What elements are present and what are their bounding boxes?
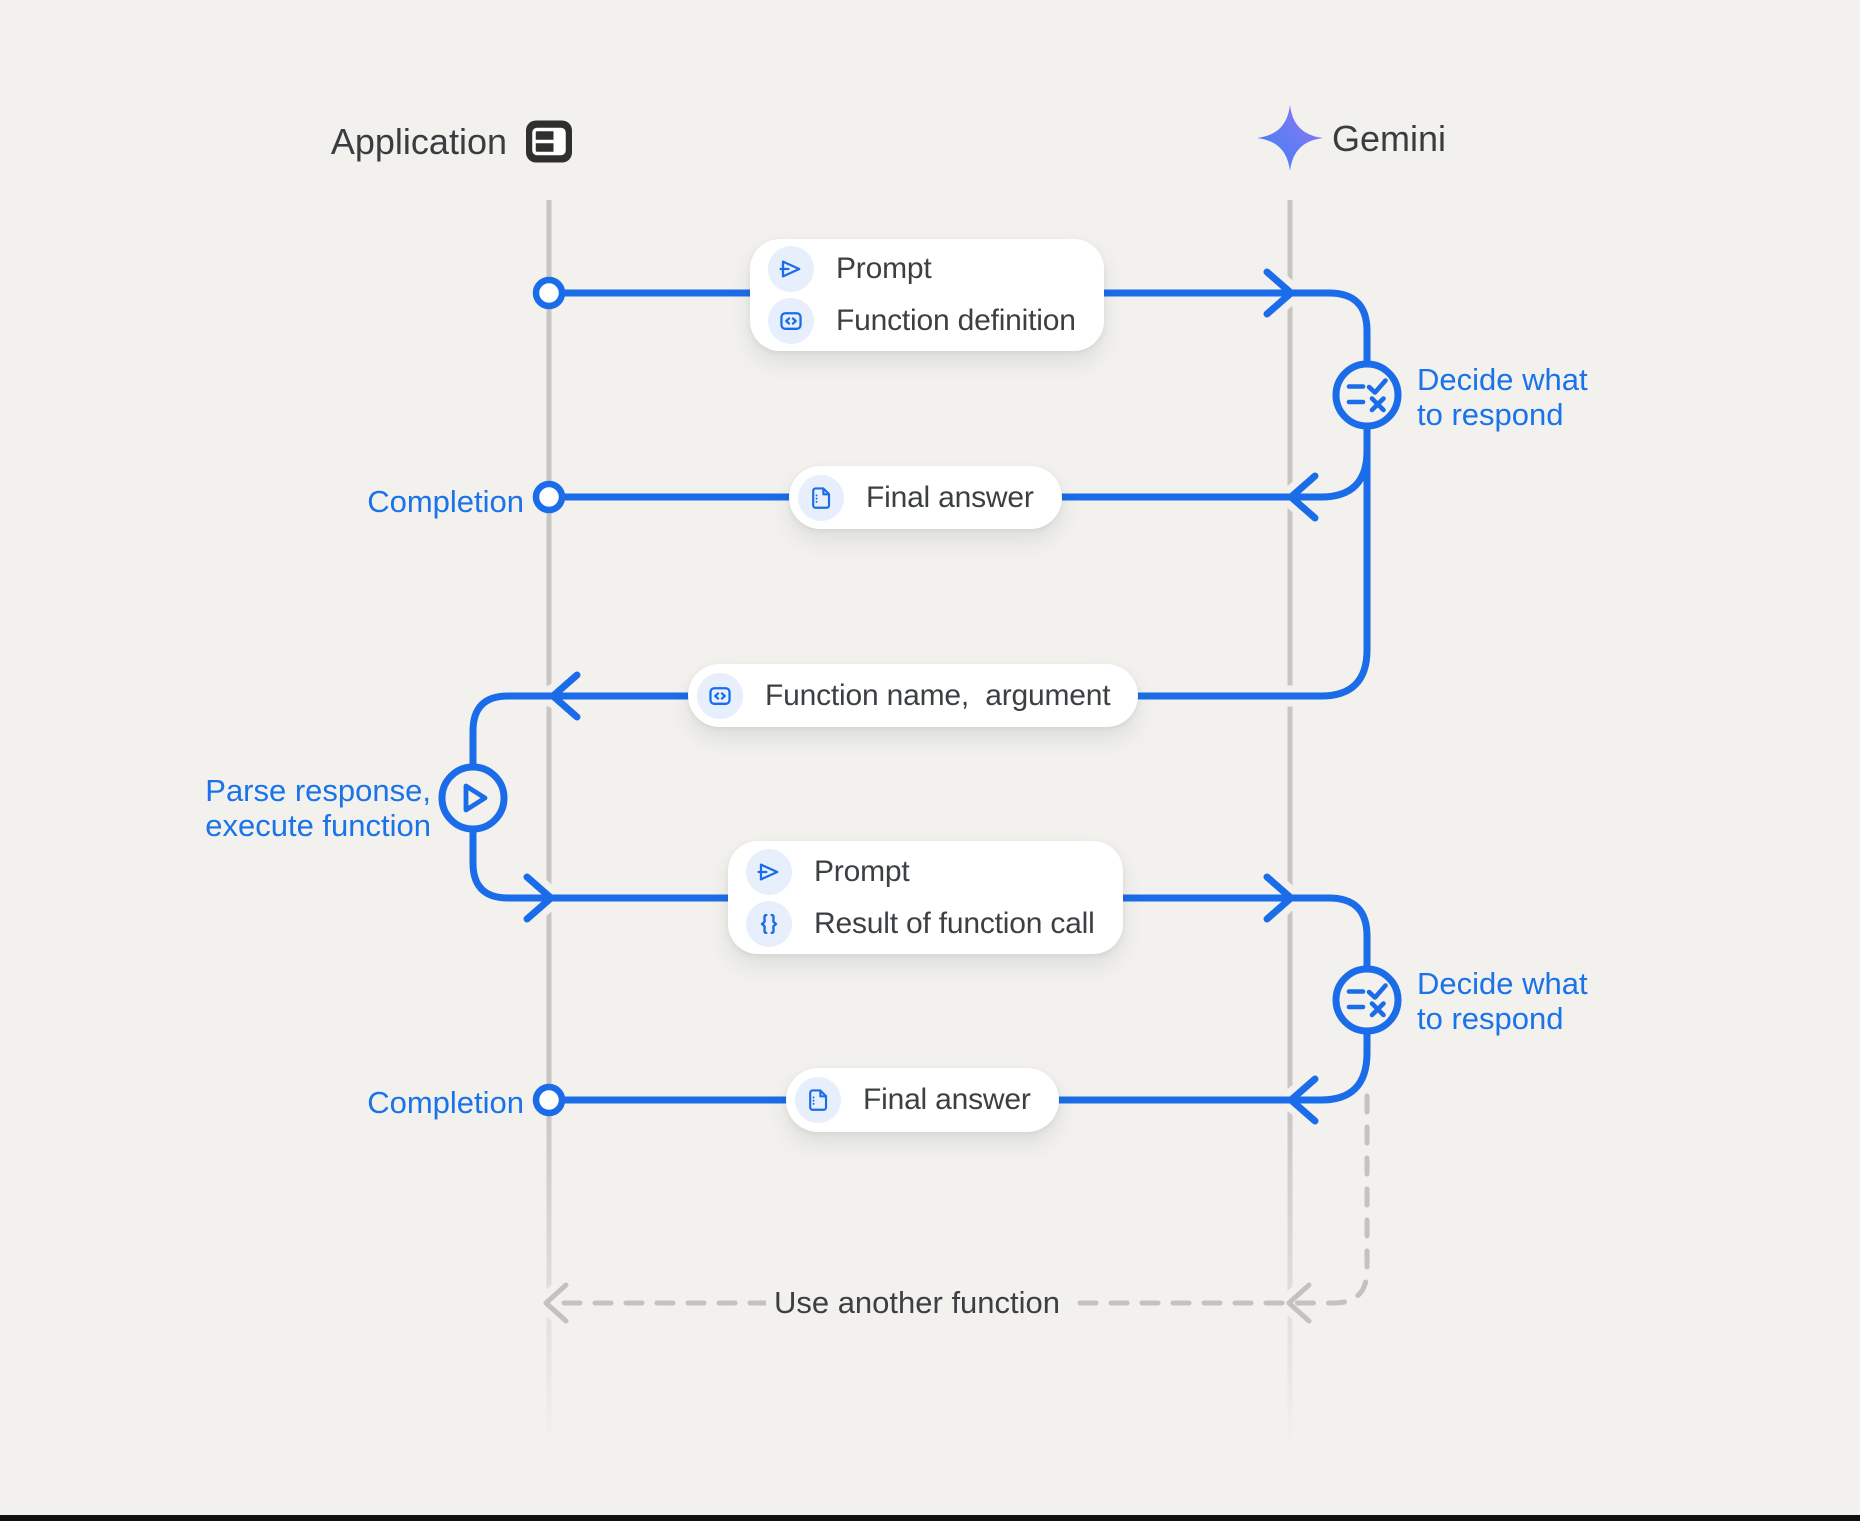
completion-label-1: Completion: [367, 484, 524, 519]
parse-line-2: execute function: [205, 808, 431, 843]
final-answer-branch-path: [558, 447, 1371, 501]
arrowhead-function-name-to-app: [549, 671, 581, 721]
lifelines: [546, 200, 1293, 1448]
prompt-label: Prompt: [836, 252, 932, 285]
prompt-row: Prompt: [746, 848, 1095, 895]
message-box-prompt-function-definition: Prompt Function definition: [750, 239, 1104, 351]
app-window-icon: [525, 119, 573, 169]
final-answer-label: Final answer: [866, 480, 1034, 514]
result-of-function-call-row: Result of function call: [746, 900, 1095, 947]
arrowhead-final-answer-1: [1287, 472, 1319, 522]
code-icon: [697, 672, 743, 719]
completion-label-2: Completion: [367, 1085, 524, 1120]
decide-what-to-respond-label-1: Decide what to respond: [1417, 362, 1588, 432]
function-name-argument-label: Function name, argument: [765, 678, 1111, 712]
rule-check-icon: [1346, 378, 1388, 413]
gemini-header-label: Gemini: [1332, 118, 1447, 159]
loop-arrowhead-gemini: [1286, 1282, 1312, 1324]
endpoint-prompt-1: [532, 276, 566, 310]
arrowhead-prompt-2-to-gemini: [1263, 873, 1295, 923]
gemini-star-icon: [1254, 102, 1326, 179]
function-definition-label: Function definition: [836, 304, 1076, 337]
endpoint-completion-2: [532, 1083, 566, 1117]
document-icon: [798, 474, 844, 521]
decide-line-1: Decide what: [1417, 362, 1588, 397]
use-another-function-label: Use another function: [766, 1282, 1068, 1324]
message-box-prompt-result: Prompt Result of function call: [728, 841, 1123, 954]
send-icon: [768, 246, 814, 292]
code-icon: [768, 298, 814, 344]
final-answer-row: Final answer: [795, 1077, 1031, 1123]
message-box-final-answer-1: Final answer: [789, 466, 1062, 529]
loop-dashed-vertical: [1283, 1093, 1370, 1306]
message-box-final-answer-2: Final answer: [786, 1068, 1059, 1132]
document-icon: [795, 1077, 841, 1123]
arrowhead-final-answer-2: [1287, 1075, 1319, 1125]
decide-what-to-respond-label-2: Decide what to respond: [1417, 966, 1588, 1036]
final-answer-row: Final answer: [798, 474, 1034, 521]
braces-icon: [746, 900, 792, 947]
decide-line-1: Decide what: [1417, 966, 1588, 1001]
decide-line-2: to respond: [1417, 397, 1564, 432]
function-definition-row: Function definition: [768, 298, 1076, 344]
parse-response-label: Parse response, execute function: [141, 773, 431, 843]
endpoint-completion-1: [532, 480, 566, 514]
function-name-row: Function name, argument: [697, 672, 1111, 719]
decide-line-2: to respond: [1417, 1001, 1564, 1036]
final-answer-label: Final answer: [863, 1083, 1031, 1116]
use-another-function-path: [536, 1086, 1377, 1331]
result-of-function-call-label: Result of function call: [814, 906, 1095, 940]
loop-arrowhead-application: [543, 1282, 569, 1324]
bottom-edge-bar: [0, 1515, 1860, 1521]
message-box-function-name-argument: Function name, argument: [688, 664, 1139, 727]
prompt-row: Prompt: [768, 246, 1076, 292]
arrowhead-prompt-2-from-app: [523, 873, 555, 923]
decide-node-2: [1332, 965, 1402, 1035]
send-icon: [746, 848, 792, 895]
arrowhead-prompt-to-gemini: [1263, 268, 1295, 318]
decide-node-1: [1332, 360, 1402, 430]
parse-execute-node: [438, 763, 508, 833]
application-header-label: Application: [330, 121, 507, 162]
nodes: [438, 276, 1402, 1117]
prompt-label: Prompt: [814, 854, 910, 888]
play-circle-icon: [463, 783, 488, 813]
parse-line-1: Parse response,: [205, 773, 431, 808]
rule-check-icon: [1346, 983, 1388, 1018]
